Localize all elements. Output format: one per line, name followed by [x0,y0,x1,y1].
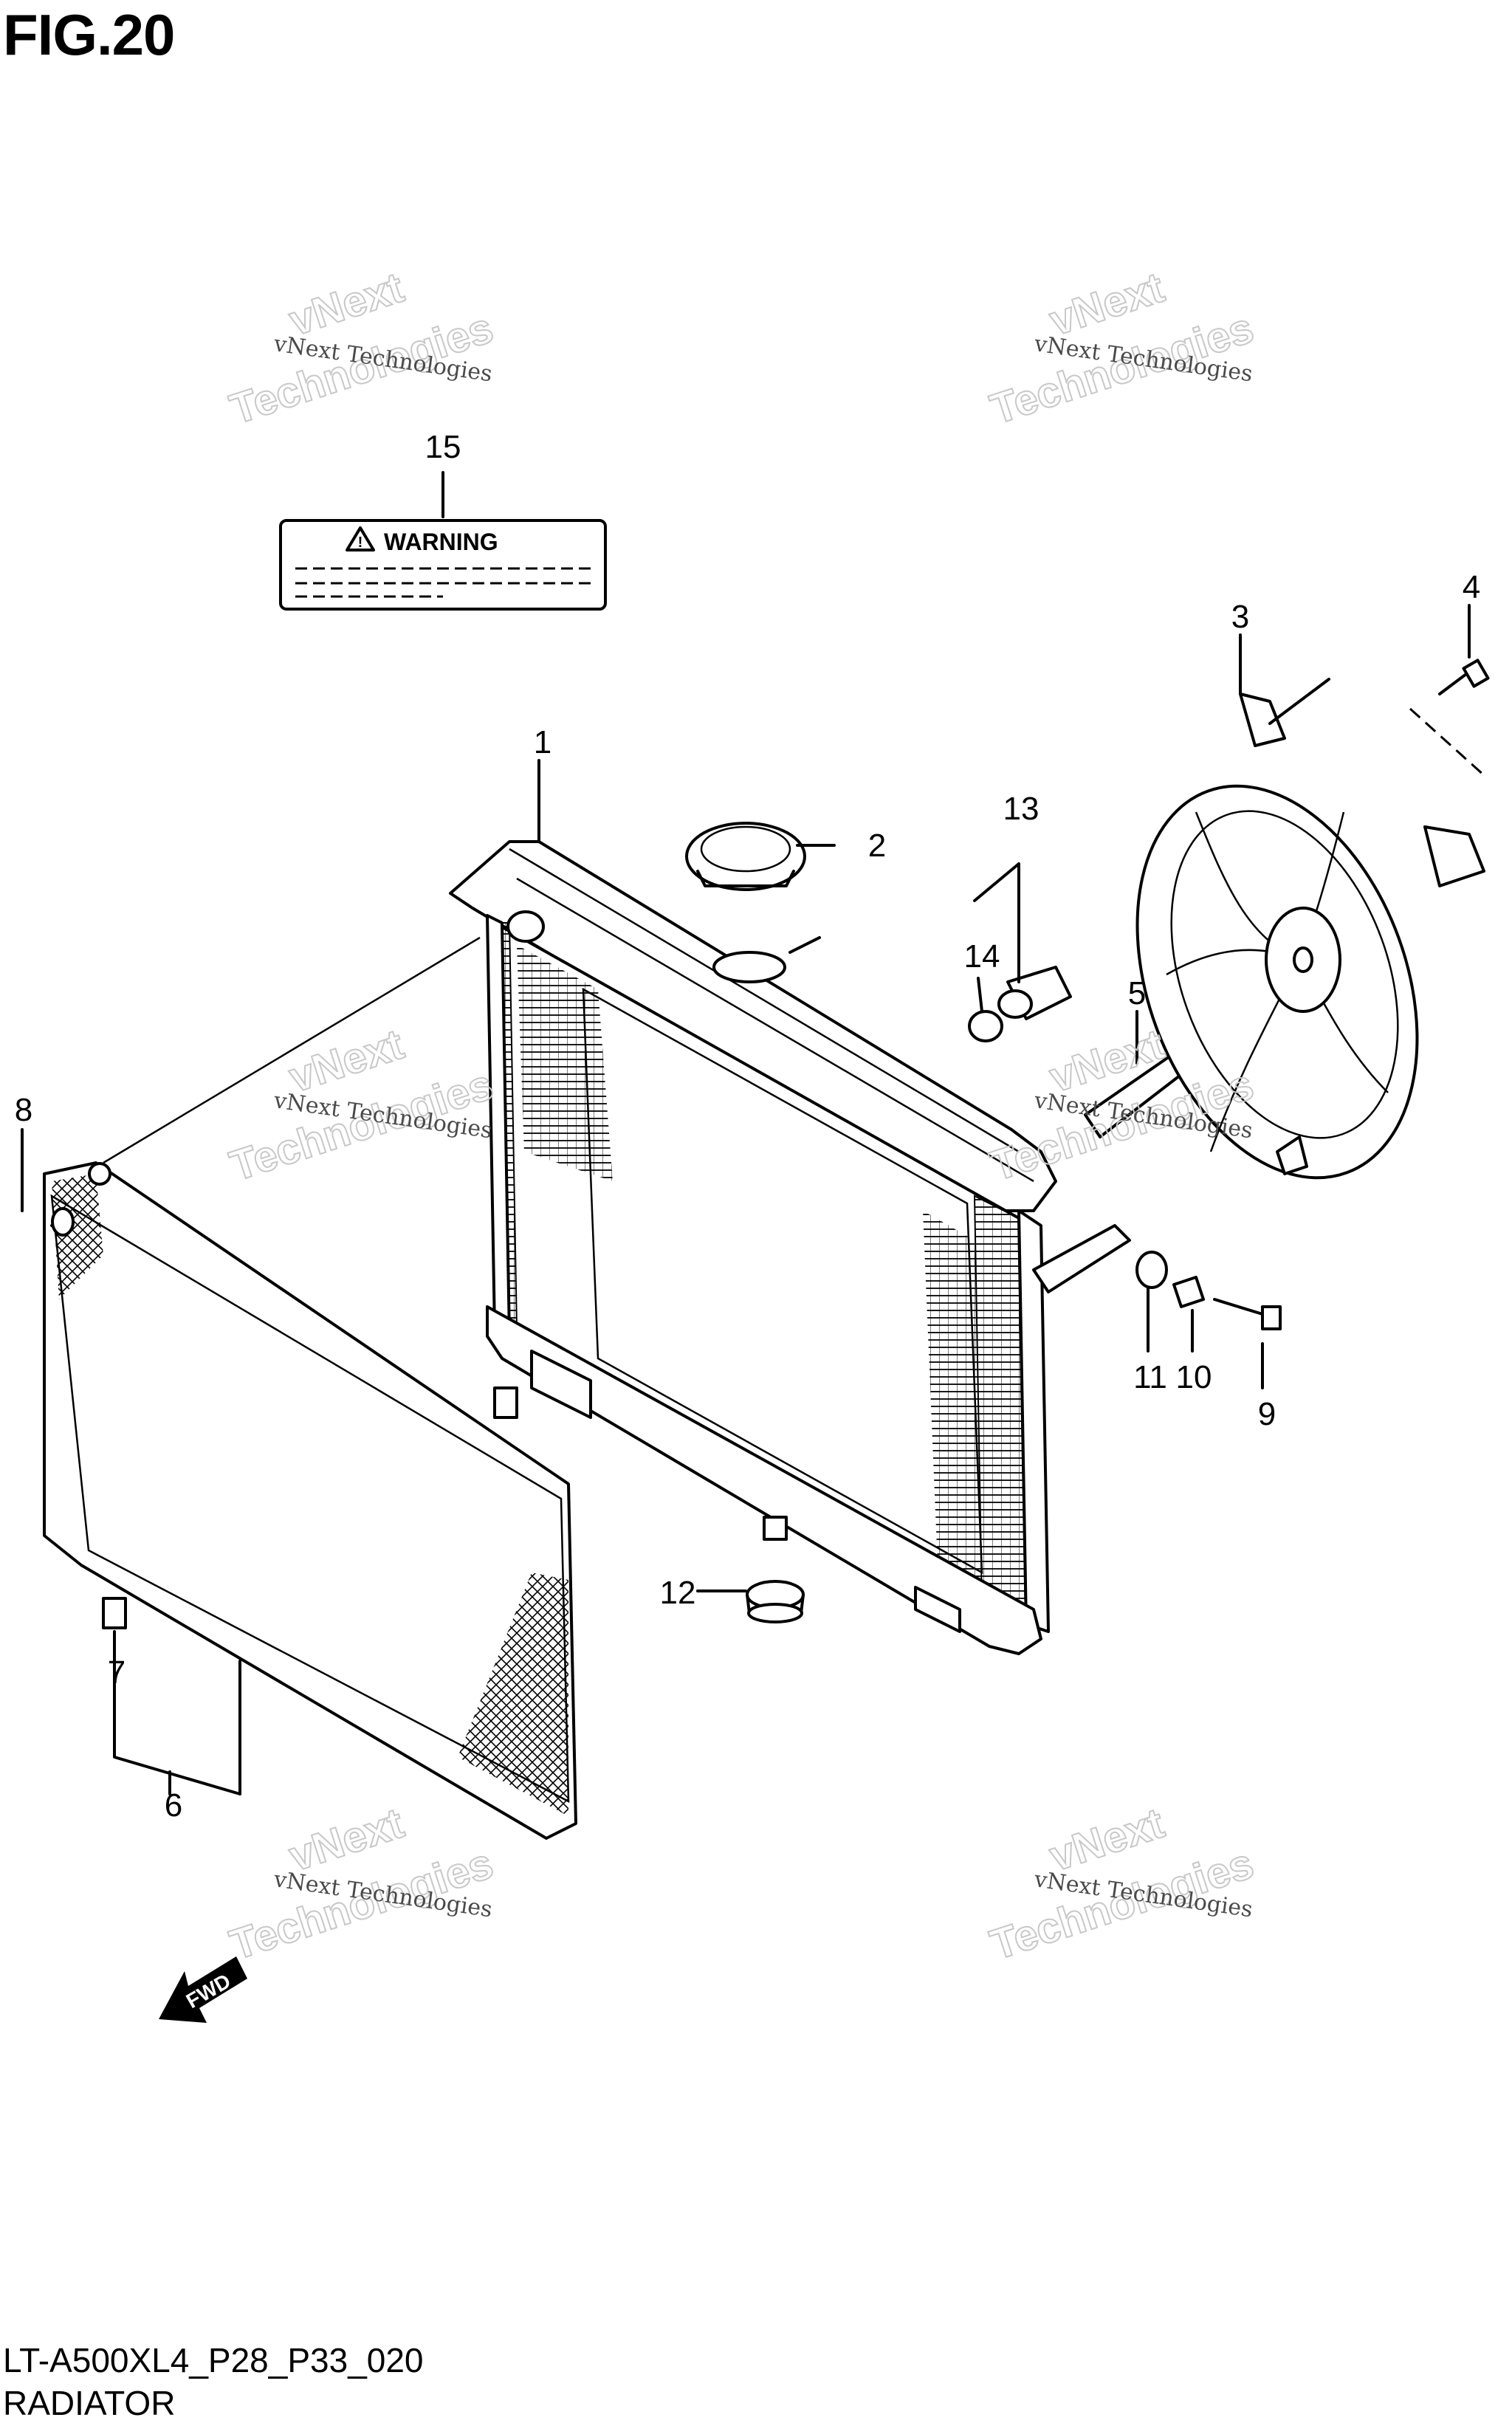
callout-leaders [21,471,1471,1795]
grommet [746,1580,805,1623]
callout-2: 2 [868,828,886,864]
warning-label: ! WARNING [279,519,607,611]
callout-14: 14 [964,938,1000,975]
svg-text:vNext: vNext [284,264,409,346]
figure-title: FIG.20 [3,2,175,67]
bolt-guide-line [1409,707,1485,777]
warning-triangle-icon [346,526,375,551]
callout-11: 11 [1133,1359,1167,1395]
callout-8: 8 [15,1092,32,1128]
figure-name: RADIATOR [3,2384,176,2422]
fwd-arrow: FWD [159,1956,247,2023]
svg-text:vNext: vNext [284,1020,409,1102]
callout-3: 3 [1231,599,1249,635]
bolt [1213,1298,1264,1316]
callout-12: 12 [660,1575,696,1611]
radiator-cap [685,822,806,891]
svg-text:vNext: vNext [1044,264,1169,346]
cushion [1135,1251,1168,1289]
callout-6: 6 [165,1787,182,1824]
watermark-top-left: vNext Technologies vNext Technologies [224,263,500,435]
bolt-head [1261,1305,1282,1330]
callout-10: 10 [1176,1359,1212,1395]
watermark-mid-left: vNext Technologies vNext Technologies [224,1020,500,1192]
watermark-bottom-left: vNext Technologies vNext Technologies [224,1798,500,1970]
callout-15: 15 [425,429,461,465]
callout-1: 1 [534,724,551,760]
svg-text:vNext: vNext [284,1799,409,1881]
cooling-fan [1135,678,1485,1180]
watermark-bottom-right: vNext Technologies vNext Technologies [984,1798,1260,1970]
callout-13: 13 [1003,791,1040,827]
svg-text:vNext: vNext [1044,1799,1169,1881]
bolt-set [1135,1251,1282,1330]
warning-label-text: WARNING [384,529,498,555]
callout-9: 9 [1258,1396,1276,1432]
callout-7: 7 [108,1654,126,1691]
callout-5: 5 [1128,975,1146,1011]
clip [102,1597,127,1629]
callout-4: 4 [1463,569,1480,605]
guide-line-upper [103,936,481,1164]
thermo-sensor [997,966,1072,1020]
figure-code: LT-A500XL4_P28_P33_020 [3,2341,424,2379]
radiator-screen [43,1161,577,1840]
watermark-top-right: vNext Technologies vNext Technologies [984,263,1260,435]
radiator [449,840,1131,1655]
callouts: 1 2 3 4 5 6 7 8 9 10 11 12 13 14 15 [15,429,1480,1824]
warning-exclamation: ! [358,535,363,551]
o-ring [968,1010,1003,1042]
collar [1172,1276,1205,1308]
fan-bolt [1438,659,1490,695]
screen-screw [50,1207,75,1237]
